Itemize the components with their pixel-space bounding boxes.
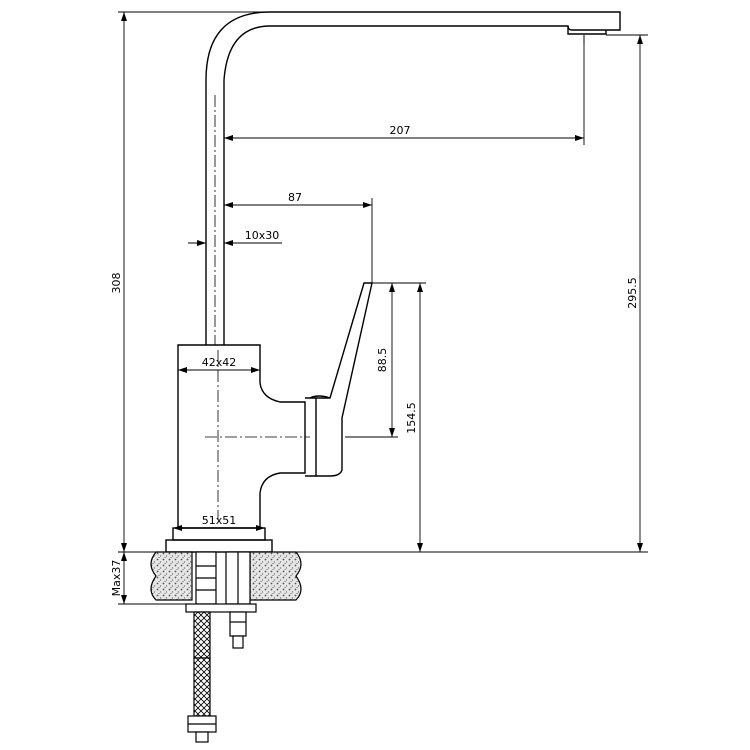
- mounting-assembly: [185, 551, 257, 649]
- dim-max-countertop: Max37: [110, 560, 123, 597]
- dimension-arrows: [121, 12, 643, 604]
- countertop-section: [150, 551, 302, 601]
- dim-spout-height: 295.5: [626, 277, 639, 309]
- flexible-hose: [187, 611, 217, 743]
- dim-base-section: 51x51: [202, 514, 237, 527]
- base-plate: [172, 527, 266, 541]
- valve-body: [177, 344, 306, 529]
- spout-tube: [205, 11, 621, 345]
- lever-handle: [316, 282, 373, 477]
- dimension-lines: [118, 11, 648, 605]
- dim-lever-offset: 87: [288, 191, 302, 204]
- dim-body-section: 42x42: [202, 356, 237, 369]
- center-lines: [205, 35, 585, 520]
- dim-spout-reach: 207: [390, 124, 411, 137]
- dim-spout-section: 10x30: [245, 229, 280, 242]
- dim-lever-height: 88.5: [376, 348, 389, 373]
- dim-lever-axis-height: 154.5: [405, 402, 418, 434]
- aerator: [567, 26, 607, 35]
- dim-total-height: 308: [110, 273, 123, 294]
- faucet-outline: [165, 11, 621, 553]
